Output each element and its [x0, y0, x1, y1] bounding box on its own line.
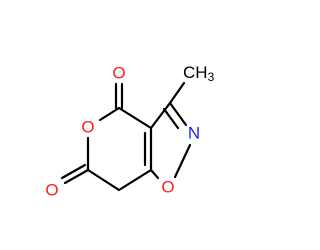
bond-o-c7a [149, 168, 160, 180]
bond-c3-methyl [168, 81, 186, 105]
bond-o5-c4 [98, 106, 121, 122]
bond-c3-n-double-outer [168, 101, 188, 127]
molecule-structure-diagram: O O O N O CH3 [45, 63, 215, 200]
bond-c6-o-carbonyl-a [63, 168, 90, 185]
bond-c7a-c7 [117, 168, 153, 192]
bond-n-o-isoxazole [173, 143, 192, 179]
atom-n-isoxazole: N [188, 124, 200, 143]
atom-o-carbonyl-top: O [112, 64, 125, 83]
atom-o-isoxazole: O [161, 178, 174, 197]
methyl-group-label: CH3 [183, 63, 215, 85]
bond-c6-o-carbonyl-b [60, 163, 87, 180]
bond-c3a-c3 [149, 101, 172, 130]
bond-c4-c3a [117, 106, 153, 130]
atom-o-lactone-ring: O [81, 118, 94, 137]
methyl-ch: CH [183, 63, 208, 82]
atom-o-carbonyl-left: O [45, 181, 58, 200]
methyl-subscript: 3 [208, 70, 215, 84]
bond-c3-n-double-inner [162, 107, 180, 130]
bond-c7-c6 [86, 168, 121, 192]
